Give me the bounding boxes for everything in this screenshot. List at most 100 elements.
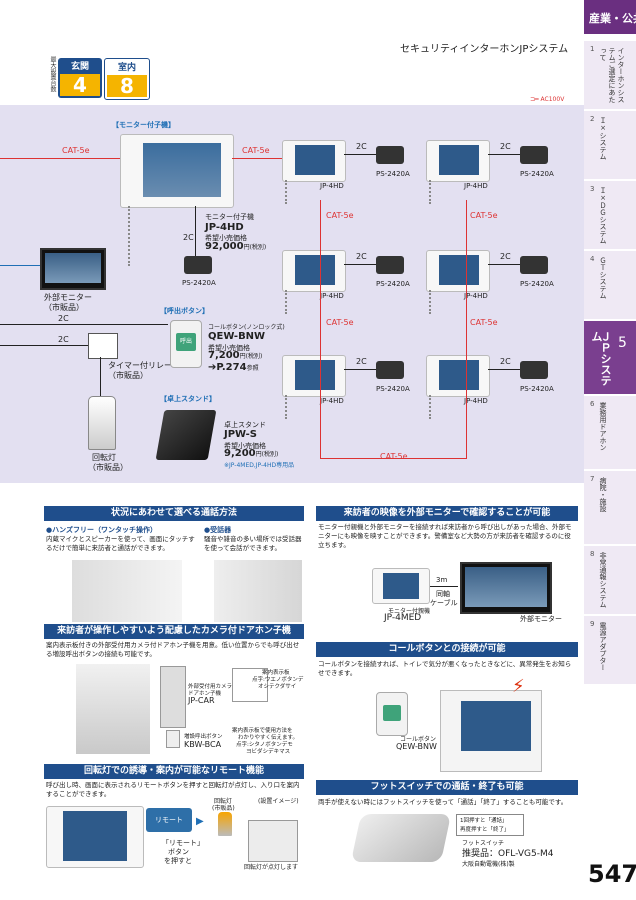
entrance-count: 4 — [60, 74, 100, 96]
foot-switch-text: 両手が使えない時にはフットスイッチを使って「通話」「終了」することも可能です。 — [318, 798, 568, 806]
s5-light-image — [218, 812, 232, 836]
handsfree-title: ●ハンズフリー（ワンタッチ操作） — [46, 526, 157, 534]
external-monitor-label: 外部モニター — [44, 293, 92, 302]
guide-board-b: 点字:ウエノボタンデ — [252, 677, 304, 683]
jp4hd-label: JP-4HD — [320, 182, 344, 190]
s5-monitor-image — [46, 806, 144, 868]
handsfree-text: 内蔵マイクとスピーカーを使って、画面にタッチするだけで簡単に来訪者と通話ができま… — [46, 535, 195, 552]
handsfree-photo — [72, 560, 182, 622]
jp-car-label-a: 外部受付用カメラ付 — [188, 684, 238, 690]
foot-rec: 推奨品：OFL-VG5-M4 — [462, 846, 553, 859]
call-model: QEW-BNW — [208, 331, 266, 342]
s4-panel-image — [440, 690, 542, 772]
sidebar-tab-6[interactable]: 6 業務用ドアホン — [584, 395, 636, 469]
call-price: 7,200円(税別) — [208, 350, 262, 361]
adapter-label: PS-2420A — [376, 385, 410, 393]
category-tab[interactable]: 産業・公共 — [584, 0, 636, 34]
monitor-section-title: 【モニター付子機】 — [112, 121, 175, 129]
s2-master-model: JP-4MED — [384, 613, 422, 623]
jp4hd-label: JP-4HD — [464, 397, 488, 405]
timer-relay-image — [88, 333, 118, 359]
foot-rec-prefix: 推奨品： — [462, 849, 499, 859]
main-adapter-label: PS-2420A — [182, 279, 216, 287]
sidebar-tab-7[interactable]: 7 病院・施設 — [584, 470, 636, 544]
indoor-label: 室内 — [117, 63, 136, 73]
rotating-light-image — [88, 396, 116, 450]
adapter-image — [520, 146, 548, 164]
light-b: (市販品) — [212, 805, 235, 812]
adapter-label: PS-2420A — [520, 280, 554, 288]
sidebar-tab-label: 業務用ドアホン — [599, 402, 607, 451]
sidebar-tab-number: 6 — [590, 400, 595, 408]
stand-model: JPW-S — [224, 429, 257, 440]
camera-door-photo — [76, 664, 150, 754]
wire-2c-main: 2C — [183, 233, 194, 242]
main-product-label: モニター付子機 — [205, 213, 254, 221]
call-button-face: 呼出 — [176, 333, 196, 351]
sidebar-tab-3[interactable]: 3 Ｉ×ＤＧシステム — [584, 180, 636, 249]
adapter-image — [376, 256, 404, 274]
s4-model: QEW-BNW — [396, 742, 437, 751]
sidebar-tab-label: 病院・施設 — [599, 477, 607, 512]
jp4hd-monitor-image — [282, 355, 346, 397]
handset-title: ●受話器 — [204, 526, 232, 534]
guide-board-c: オシテクダサイ — [258, 684, 297, 690]
entrance-badge: 玄関 4 — [58, 58, 102, 98]
press-c: を押すと — [164, 857, 192, 865]
main-price: 92,000円(税別) — [205, 241, 266, 252]
rotating-light-note: （市販品） — [88, 463, 128, 472]
sidebar-tab-4[interactable]: 4 ＧＴシステム — [584, 250, 636, 319]
sidebar-tab-number: 2 — [590, 115, 595, 123]
press-b: ボタン — [168, 848, 189, 856]
adapter-label: PS-2420A — [376, 170, 410, 178]
call-price-unit: 円(税別) — [239, 353, 263, 360]
main-monitor-image — [120, 134, 234, 208]
wire-2c-grid: 2C — [356, 142, 367, 151]
ac-label: ⊐━ AC100V — [530, 96, 565, 103]
sidebar-tab-number: 3 — [590, 185, 595, 193]
stand-note: ※JP-4MED,JP-4HD専用品 — [224, 462, 295, 469]
wire-2c-b: 2C — [58, 335, 69, 344]
guide-board-a: 案内表示板 — [262, 670, 290, 676]
section-call-button-title: コールボタンとの接続が可能 — [316, 642, 578, 657]
handset-text: 騒音や雑音の多い場所では受話器を使って会話ができます。 — [204, 535, 302, 552]
sidebar-tab-label: ＧＴシステム — [599, 257, 607, 299]
s2-cable-a: 同軸 — [436, 590, 450, 598]
cat5e-left: CAT-5e — [62, 146, 90, 155]
s2-ext-monitor-image — [460, 562, 552, 614]
page-number: 547 — [588, 860, 636, 888]
adapter-image — [520, 361, 548, 379]
kbw-image — [166, 730, 180, 748]
sidebar-tab-label: Ｉ×ＤＧシステム — [599, 187, 607, 244]
cat5e-top: CAT-5e — [242, 146, 270, 155]
sidebar-tab-number: 5 — [618, 335, 627, 351]
sidebar-tab-number: 4 — [590, 255, 595, 263]
external-monitor-note: （市販品） — [44, 303, 84, 312]
jp4hd-label: JP-4HD — [320, 397, 344, 405]
cat5e-bottom: CAT-5e — [380, 452, 408, 461]
remote-screen-button: リモート — [146, 808, 192, 832]
s2-master-label: モニター付親機 — [388, 608, 431, 615]
sidebar-tab-number: 7 — [590, 475, 595, 483]
call-button-text: コールボタンを接続すれば、トイレで気分が悪くなったときなどに、異常発生をお知らせ… — [318, 660, 572, 677]
kbw-label: 増設呼出ボタン — [184, 734, 223, 740]
alert-icon: ⚡ — [512, 676, 525, 697]
jp4hd-label: JP-4HD — [320, 292, 344, 300]
main-adapter-image — [184, 256, 212, 274]
timer-relay-label: タイマー付リレー — [108, 361, 172, 370]
sidebar-tab-label: インターホンシステムご選定にあたって — [599, 47, 625, 103]
section-foot-switch-title: フットスイッチでの通話・終了も可能 — [316, 780, 578, 795]
stand-price-label: 希望小売価格 — [224, 442, 266, 450]
call-ref: ➔P.274参照 — [208, 362, 259, 373]
wire-2c-grid: 2C — [500, 357, 511, 366]
stand-label: 卓上スタンド — [224, 421, 266, 429]
main-price-unit: 円(税別) — [243, 244, 267, 251]
timer-relay-note: （市販品） — [108, 371, 148, 380]
jp-car-model: JP-CAR — [188, 696, 215, 705]
remote-text: 呼び出し時、画面に表示されるリモートボタンを押すと回転灯が点灯し、入り口を案内す… — [46, 781, 300, 798]
